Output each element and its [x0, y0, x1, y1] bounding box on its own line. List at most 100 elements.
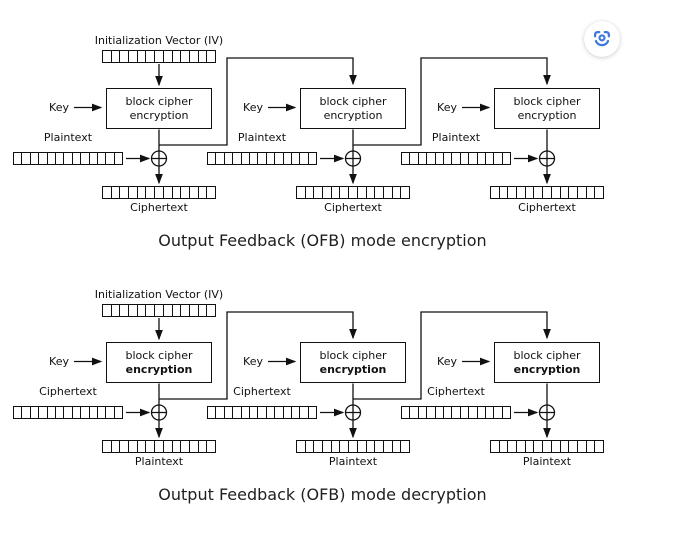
encryption-diagram-lines — [74, 57, 556, 185]
register-bit-cell — [349, 441, 358, 452]
register-bit-cell — [112, 441, 121, 452]
register-bit-cell — [208, 153, 217, 164]
register-bit-cell — [367, 187, 376, 198]
register-bit-cell — [138, 187, 147, 198]
ciphertext-label: Ciphertext — [39, 385, 97, 398]
register-bit-cell — [216, 153, 225, 164]
plaintext-register — [296, 440, 410, 453]
register-bit-cell — [561, 187, 570, 198]
ciphertext-register — [13, 406, 123, 419]
block-cipher-box-line2: encryption — [323, 108, 383, 122]
register-bit-cell — [73, 153, 82, 164]
register-bit-cell — [129, 187, 138, 198]
register-bit-cell — [48, 153, 56, 164]
register-bit-cell — [242, 153, 250, 164]
register-bit-cell — [436, 407, 444, 418]
register-bit-cell — [103, 187, 112, 198]
register-bit-cell — [190, 187, 199, 198]
register-bit-cell — [138, 305, 147, 316]
register-bit-cell — [207, 51, 215, 62]
register-bit-cell — [486, 153, 495, 164]
register-bit-cell — [242, 407, 250, 418]
register-bit-cell — [146, 441, 156, 452]
google-lens-button[interactable] — [584, 21, 620, 57]
register-bit-cell — [358, 187, 367, 198]
register-bit-cell — [526, 441, 535, 452]
register-bit-cell — [543, 441, 552, 452]
register-bit-cell — [292, 407, 301, 418]
plaintext-register — [401, 152, 511, 165]
ciphertext-register — [102, 186, 216, 199]
ofb-encryption-diagram: Initialization Vector (IV) Key block cip… — [0, 0, 678, 254]
block-cipher-box: block cipher encryption — [300, 342, 406, 383]
register-bit-cell — [284, 153, 292, 164]
register-bit-cell — [587, 441, 596, 452]
register-bit-cell — [552, 441, 561, 452]
ofb-decryption-diagram: Initialization Vector (IV) Key block cip… — [0, 254, 678, 508]
register-bit-cell — [569, 187, 578, 198]
register-bit-cell — [297, 187, 306, 198]
register-bit-cell — [120, 51, 130, 62]
register-bit-cell — [402, 153, 411, 164]
register-bit-cell — [103, 51, 112, 62]
register-bit-cell — [384, 441, 393, 452]
plaintext-label: Plaintext — [522, 455, 572, 468]
register-bit-cell — [112, 51, 121, 62]
iv-register — [102, 50, 216, 63]
ciphertext-register — [401, 406, 511, 419]
block-cipher-box: block cipher encryption — [494, 342, 600, 383]
block-cipher-box-line1: block cipher — [513, 349, 581, 362]
key-label: Key — [49, 355, 69, 368]
register-bit-cell — [173, 441, 182, 452]
register-bit-cell — [173, 51, 182, 62]
register-bit-cell — [164, 305, 173, 316]
register-bit-cell — [90, 153, 98, 164]
register-bit-cell — [81, 153, 90, 164]
register-bit-cell — [309, 153, 316, 164]
key-label: Key — [437, 101, 457, 114]
register-bit-cell — [452, 153, 461, 164]
register-bit-cell — [275, 407, 284, 418]
register-bit-cell — [297, 441, 306, 452]
register-bit-cell — [31, 407, 40, 418]
register-bit-cell — [367, 441, 376, 452]
register-bit-cell — [461, 407, 470, 418]
register-bit-cell — [401, 187, 409, 198]
plaintext-label: Plaintext — [237, 131, 287, 144]
block-cipher-box-line1: block cipher — [319, 349, 387, 362]
register-bit-cell — [190, 51, 199, 62]
register-bit-cell — [250, 153, 259, 164]
register-bit-cell — [164, 441, 173, 452]
register-bit-cell — [384, 187, 393, 198]
register-bit-cell — [358, 441, 367, 452]
register-bit-cell — [22, 153, 31, 164]
block-cipher-box-line2: encryption — [513, 362, 581, 376]
register-bit-cell — [14, 153, 23, 164]
register-bit-cell — [561, 441, 570, 452]
register-bit-cell — [120, 441, 130, 452]
register-bit-cell — [258, 153, 267, 164]
register-bit-cell — [103, 441, 112, 452]
register-bit-cell — [181, 187, 190, 198]
block-cipher-box-line2: encryption — [517, 108, 577, 122]
register-bit-cell — [155, 187, 164, 198]
register-bit-cell — [73, 407, 82, 418]
register-bit-cell — [233, 407, 242, 418]
register-bit-cell — [401, 441, 409, 452]
register-bit-cell — [517, 187, 526, 198]
register-bit-cell — [500, 187, 509, 198]
ciphertext-register — [490, 186, 604, 199]
register-bit-cell — [300, 407, 309, 418]
register-bit-cell — [478, 153, 486, 164]
register-bit-cell — [461, 153, 470, 164]
register-bit-cell — [552, 187, 561, 198]
register-bit-cell — [155, 51, 164, 62]
register-bit-cell — [503, 153, 510, 164]
register-bit-cell — [155, 305, 164, 316]
register-bit-cell — [39, 407, 48, 418]
register-bit-cell — [258, 407, 267, 418]
register-bit-cell — [48, 407, 56, 418]
register-bit-cell — [14, 407, 23, 418]
register-bit-cell — [138, 441, 147, 452]
